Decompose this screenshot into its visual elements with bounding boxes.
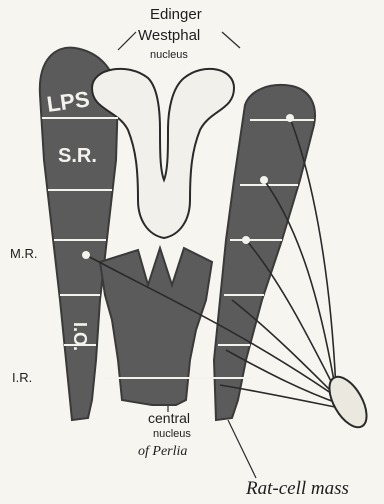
label-central-line2: nucleus bbox=[153, 428, 191, 440]
label-io: I.O. bbox=[70, 322, 90, 351]
label-mr: M.R. bbox=[10, 246, 37, 261]
label-central-line1: central bbox=[148, 410, 190, 426]
rat-cell-pointer bbox=[228, 420, 256, 478]
edinger-pointer-right bbox=[222, 32, 240, 48]
label-edinger-line1: Edinger bbox=[150, 6, 202, 23]
label-rat-cell-mass: Rat-cell mass bbox=[245, 478, 349, 499]
label-edinger-line3: nucleus bbox=[150, 49, 188, 61]
edinger-pointer-left bbox=[118, 32, 136, 50]
label-edinger-line2: Westphal bbox=[138, 27, 200, 44]
label-sr: S.R. bbox=[58, 145, 97, 167]
label-ir: I.R. bbox=[12, 370, 32, 385]
label-central-line3: of Perlia bbox=[138, 444, 187, 459]
